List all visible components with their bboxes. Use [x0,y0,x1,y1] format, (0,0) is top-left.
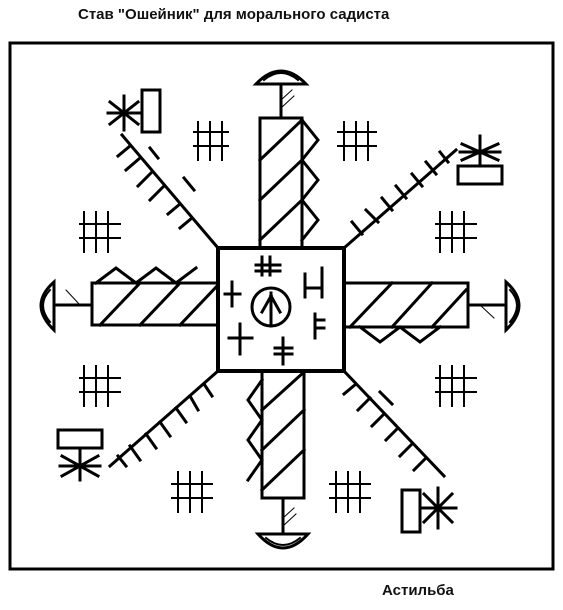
arm-south-east [341,368,447,479]
page-title: Став "Ошейник" для морального садиста [78,6,390,23]
shield-east [504,278,521,334]
author-signature: Астильба [382,582,454,599]
dot-grid-5 [79,365,121,407]
dot-grid-6 [435,365,477,407]
dot-grid-3 [79,211,121,253]
shield-south [254,532,312,550]
dot-grid-8 [329,471,371,513]
flag-south-west [56,428,104,482]
flag-north-east [456,134,504,186]
south-arm [245,369,307,536]
arm-north-west [115,132,221,251]
arm-north-east [341,147,459,251]
dot-grid-4 [435,211,477,253]
shield-north [252,69,310,86]
center-runes [223,255,326,366]
flag-north-west [106,88,162,134]
flag-south-east [400,486,458,534]
west-arm [52,265,221,328]
outer-frame [8,41,555,571]
arm-south-west [107,368,221,469]
algiz-in-circle [250,286,292,328]
dot-grid-1 [193,121,229,161]
east-arm [342,280,508,344]
dot-grid-2 [337,121,377,161]
dot-grid-7 [171,471,213,513]
north-arm [257,82,320,250]
shield-west [39,278,56,334]
